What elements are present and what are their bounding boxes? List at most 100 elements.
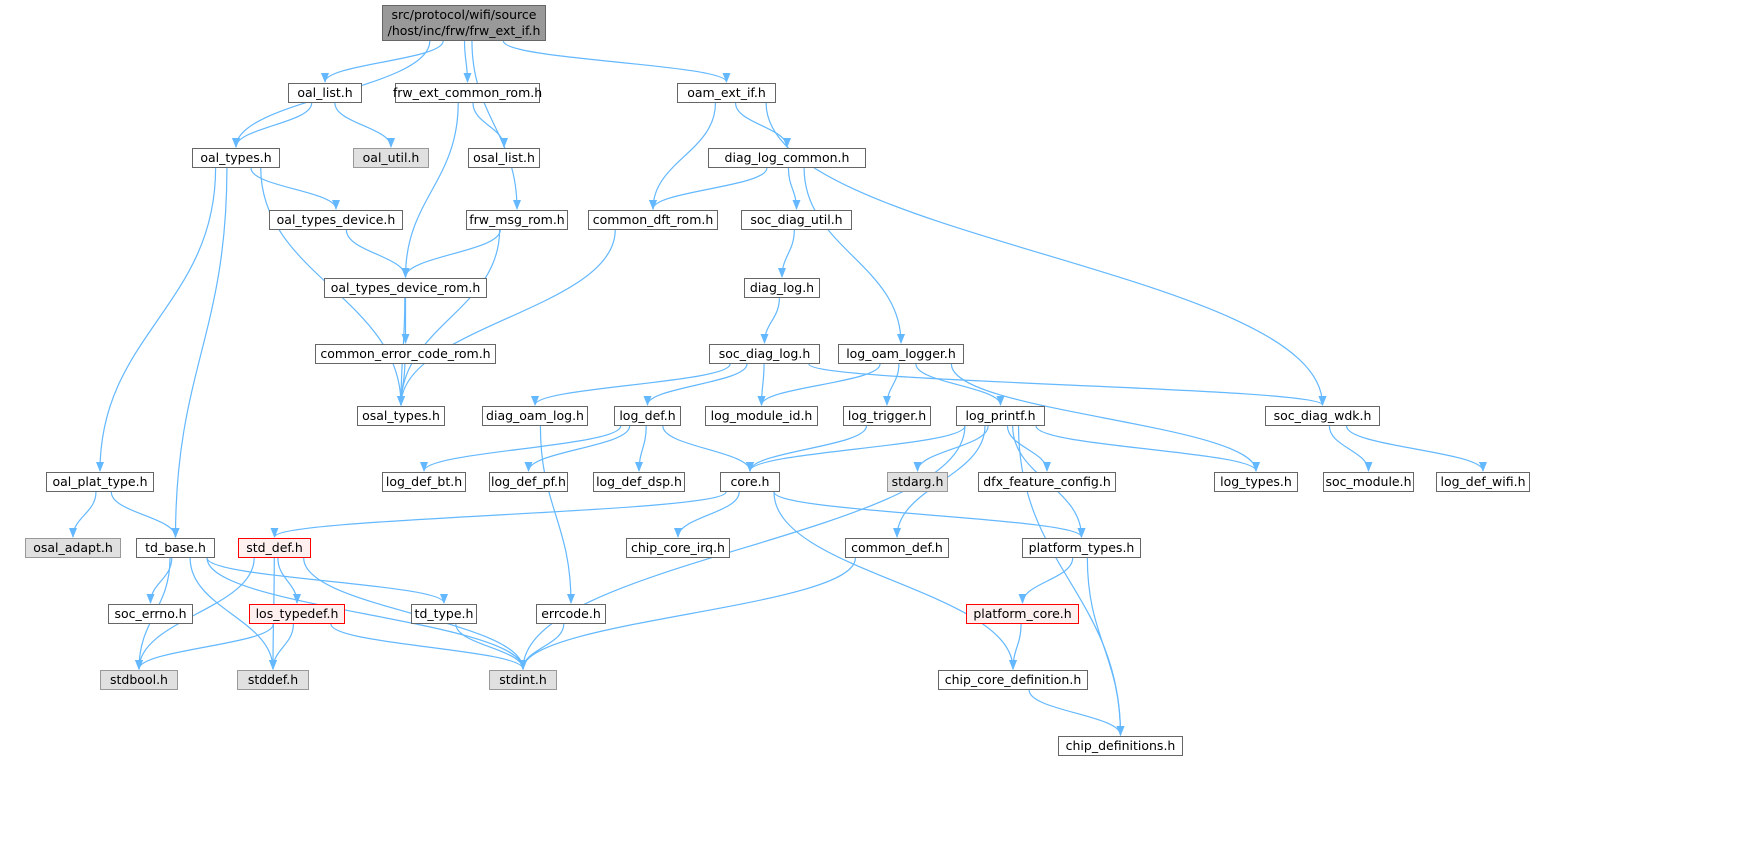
node-oal-types-device-rom[interactable]: oal_types_device_rom.h xyxy=(324,278,487,298)
edge-core-to-chip_core_irq xyxy=(674,491,740,538)
node-stdint[interactable]: stdint.h xyxy=(489,670,557,690)
edge-platform_core-to-chip_core_definition xyxy=(1009,623,1022,670)
edge-soc_diag_log-to-log_module_id xyxy=(757,363,766,406)
edge-log_def-to-log_def_dsp xyxy=(635,425,647,472)
node-dfx-feature-config[interactable]: dfx_feature_config.h xyxy=(978,472,1116,492)
edge-soc_diag_log-to-diag_oam_log xyxy=(531,363,731,406)
edge-platform_types-to-chip_definitions xyxy=(1086,557,1125,736)
node-log-def-wifi[interactable]: log_def_wifi.h xyxy=(1436,472,1530,492)
edge-diag_log-to-soc_diag_log xyxy=(760,297,780,344)
edge-log_printf-to-stdint xyxy=(519,425,966,670)
node-stdarg[interactable]: stdarg.h xyxy=(887,472,948,492)
edge-oal_types-to-oal_types_device xyxy=(250,167,340,210)
node-osal-adapt[interactable]: osal_adapt.h xyxy=(25,538,121,558)
node-frw-msg-rom[interactable]: frw_msg_rom.h xyxy=(466,210,568,230)
node-log-trigger[interactable]: log_trigger.h xyxy=(843,406,931,426)
node-oal-types[interactable]: oal_types.h xyxy=(192,148,280,168)
edge-diag_oam_log-to-errcode xyxy=(539,425,575,604)
edge-root-to-frw_msg_rom xyxy=(471,40,521,210)
node-oam-ext-if[interactable]: oam_ext_if.h xyxy=(677,83,776,103)
node-oal-list[interactable]: oal_list.h xyxy=(288,83,362,103)
edge-log_def-to-core xyxy=(662,425,754,472)
node-frw-ext-common-rom[interactable]: frw_ext_common_rom.h xyxy=(393,83,542,103)
edge-core-to-chip_core_definition xyxy=(773,491,1017,670)
node-stdbool[interactable]: stdbool.h xyxy=(100,670,178,690)
node-std-def[interactable]: std_def.h xyxy=(238,538,311,558)
node-diag-oam-log[interactable]: diag_oam_log.h xyxy=(482,406,588,426)
edge-soc_diag_util-to-diag_log xyxy=(778,229,795,278)
node-diag-log[interactable]: diag_log.h xyxy=(744,278,820,298)
edge-log_printf-to-log_types xyxy=(1035,425,1260,472)
node-common-dft-rom[interactable]: common_dft_rom.h xyxy=(588,210,718,230)
edge-td_base-to-soc_errno xyxy=(146,557,173,604)
edge-std_def-to-stdbool xyxy=(135,557,255,670)
node-platform-core[interactable]: platform_core.h xyxy=(966,604,1079,624)
node-log-def[interactable]: log_def.h xyxy=(614,406,681,426)
node-stddef[interactable]: stddef.h xyxy=(237,670,309,690)
edge-los_typedef-to-stdbool xyxy=(135,623,274,670)
edge-td_base-to-stdint xyxy=(206,557,527,670)
edge-frw_ext_common_rom-to-oal_types_device_rom xyxy=(401,102,459,278)
node-platform-types[interactable]: platform_types.h xyxy=(1022,538,1141,558)
node-log-types[interactable]: log_types.h xyxy=(1214,472,1298,492)
edge-log_printf-to-dfx_feature_config xyxy=(1006,425,1051,472)
node-log-def-dsp[interactable]: log_def_dsp.h xyxy=(593,472,685,492)
node-root[interactable]: src/protocol/wifi/source /host/inc/frw/f… xyxy=(382,5,546,41)
node-errcode[interactable]: errcode.h xyxy=(536,604,606,624)
edge-oam_ext_if-to-common_dft_rom xyxy=(649,102,717,210)
node-common-error-code-rom[interactable]: common_error_code_rom.h xyxy=(315,344,496,364)
edge-frw_ext_common_rom-to-osal_list xyxy=(472,102,508,148)
edge-diag_log_common-to-soc_diag_util xyxy=(787,167,801,210)
edge-log_def-to-log_def_pf xyxy=(524,425,631,472)
edge-soc_diag_wdk-to-soc_module xyxy=(1328,425,1373,472)
edge-los_typedef-to-stddef xyxy=(269,623,294,670)
node-soc-diag-log[interactable]: soc_diag_log.h xyxy=(709,344,820,364)
node-log-def-pf[interactable]: log_def_pf.h xyxy=(489,472,568,492)
node-log-module-id[interactable]: log_module_id.h xyxy=(705,406,818,426)
node-oal-util[interactable]: oal_util.h xyxy=(353,148,429,168)
edge-los_typedef-to-stdint xyxy=(330,623,527,670)
node-log-def-bt[interactable]: log_def_bt.h xyxy=(382,472,466,492)
edge-core-to-platform_types xyxy=(773,491,1086,538)
edge-oam_ext_if-to-diag_log_common xyxy=(734,102,791,148)
edge-diag_log_common-to-common_dft_rom xyxy=(649,167,768,210)
node-chip-core-definition[interactable]: chip_core_definition.h xyxy=(938,670,1088,690)
node-diag-log-common[interactable]: diag_log_common.h xyxy=(708,148,866,168)
node-soc-module[interactable]: soc_module.h xyxy=(1323,472,1414,492)
node-log-printf[interactable]: log_printf.h xyxy=(956,406,1045,426)
node-td-base[interactable]: td_base.h xyxy=(136,538,215,558)
edge-log_printf-to-core xyxy=(746,425,966,472)
edge-td_base-to-td_type xyxy=(206,557,448,604)
node-los-typedef[interactable]: los_typedef.h xyxy=(249,604,345,624)
edge-oal_types-to-td_base xyxy=(171,167,228,538)
node-osal-list[interactable]: osal_list.h xyxy=(468,148,540,168)
edge-td_base-to-stddef xyxy=(189,557,277,670)
edge-frw_msg_rom-to-oal_types_device_rom xyxy=(401,229,501,278)
edge-log_oam_logger-to-log_types xyxy=(950,363,1260,472)
edge-oal_types_device-to-oal_types_device_rom xyxy=(345,229,410,278)
node-soc-diag-util[interactable]: soc_diag_util.h xyxy=(741,210,852,230)
edge-diag_log_common-to-log_oam_logger xyxy=(803,167,905,344)
edge-log_trigger-to-core xyxy=(746,425,868,472)
edge-soc_diag_wdk-to-log_def_wifi xyxy=(1345,425,1487,472)
node-td-type[interactable]: td_type.h xyxy=(411,604,477,624)
node-chip-definitions[interactable]: chip_definitions.h xyxy=(1058,736,1183,756)
edge-log_def-to-log_def_bt xyxy=(420,425,622,472)
edge-oal_plat_type-to-osal_adapt xyxy=(69,491,97,538)
node-common-def[interactable]: common_def.h xyxy=(845,538,949,558)
edge-root-to-frw_ext_common_rom xyxy=(463,40,472,83)
node-chip-core-irq[interactable]: chip_core_irq.h xyxy=(626,538,730,558)
node-soc-diag-wdk[interactable]: soc_diag_wdk.h xyxy=(1265,406,1380,426)
edge-root-to-oal_list xyxy=(321,40,444,83)
edge-common_dft_rom-to-osal_types xyxy=(397,229,616,406)
node-oal-plat-type[interactable]: oal_plat_type.h xyxy=(46,472,154,492)
node-osal-types[interactable]: osal_types.h xyxy=(357,406,445,426)
node-core[interactable]: core.h xyxy=(720,472,780,492)
edge-oal_list-to-oal_types xyxy=(232,102,313,148)
node-soc-errno[interactable]: soc_errno.h xyxy=(108,604,193,624)
node-log-oam-logger[interactable]: log_oam_logger.h xyxy=(838,344,964,364)
node-oal-types-device[interactable]: oal_types_device.h xyxy=(269,210,403,230)
edge-core-to-std_def xyxy=(270,491,727,538)
